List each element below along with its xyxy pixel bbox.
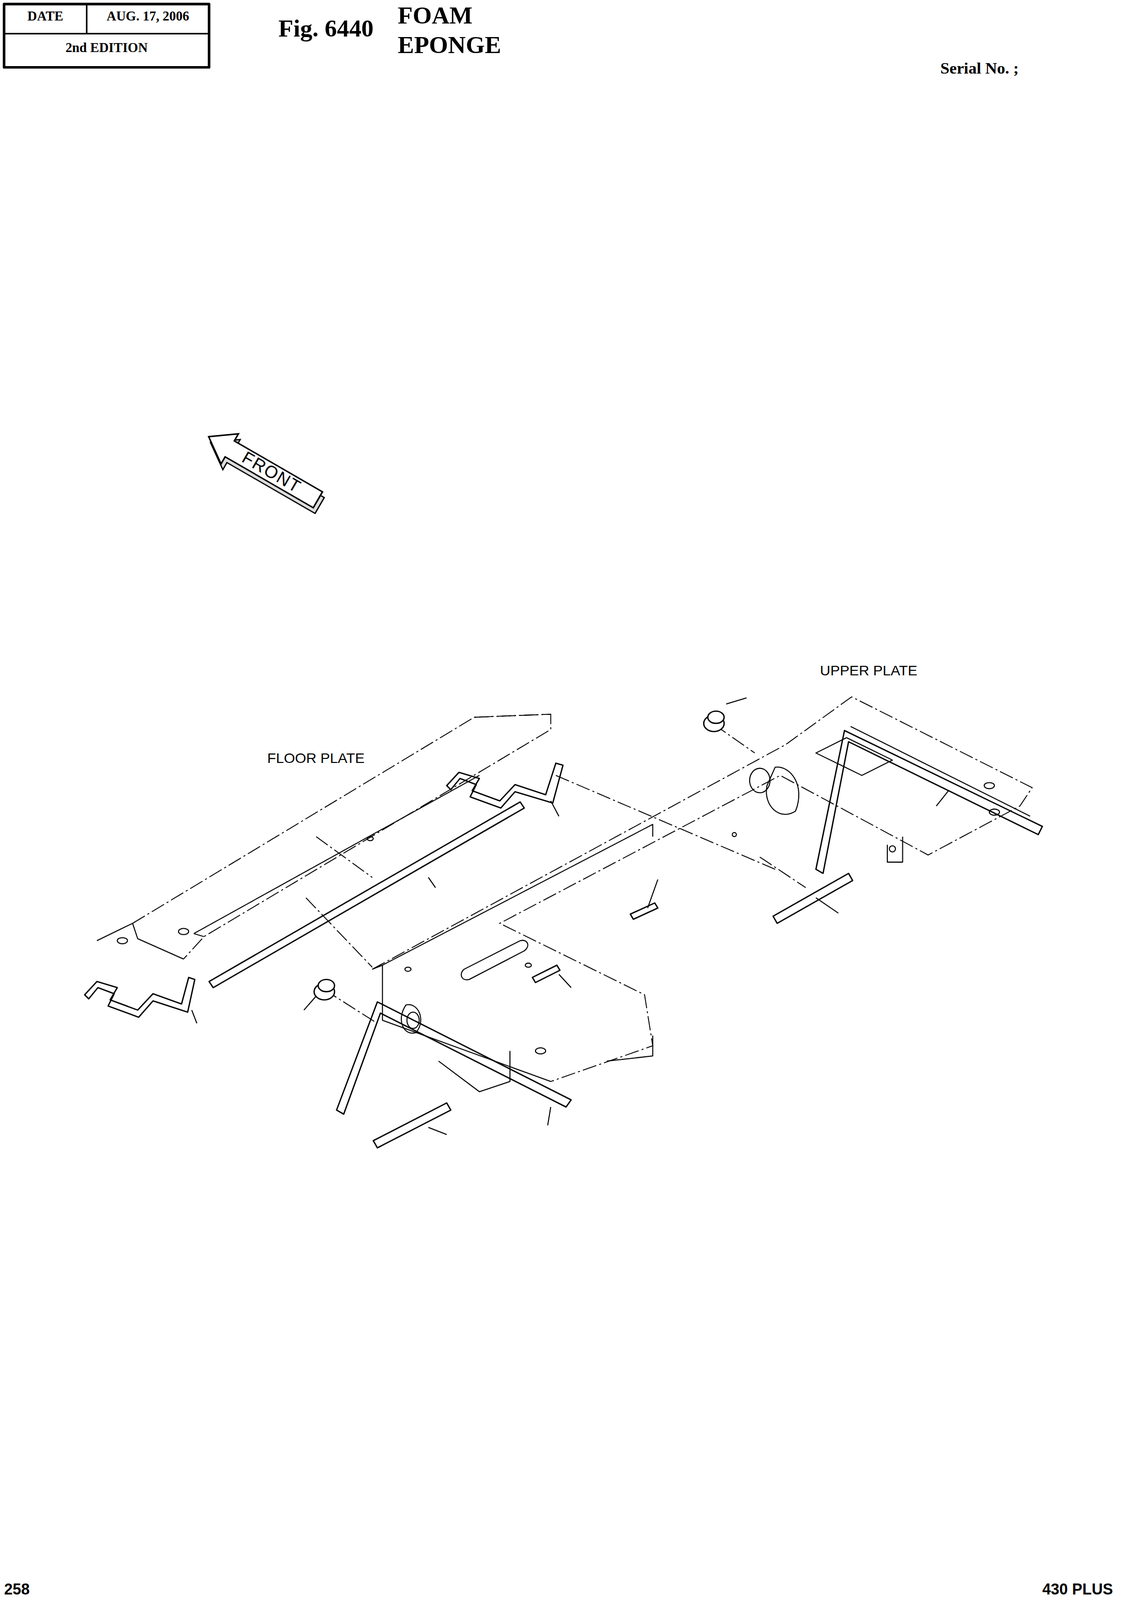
floor-plate-phantom	[193, 933, 204, 937]
upper-plate	[372, 964, 551, 1081]
mounting-hole	[535, 1047, 546, 1054]
floor-plate	[193, 775, 480, 934]
grommet-top	[318, 978, 335, 991]
leader-line	[547, 1106, 551, 1125]
upper-plate	[382, 824, 653, 965]
upper-plate-phantom	[372, 696, 1033, 1081]
serial-note: Serial No. ;	[940, 59, 1019, 78]
upper-plate-bracket	[438, 1050, 510, 1092]
leader-line	[558, 973, 572, 987]
leader-line	[428, 1127, 447, 1135]
leader-line	[815, 897, 839, 913]
floor-plate-phantom	[132, 714, 551, 959]
mounting-hole	[178, 928, 189, 935]
upper-plate-slot	[815, 737, 893, 775]
mounting-hole	[525, 962, 532, 967]
upper-plate-bracket	[607, 1035, 654, 1061]
leader-line	[550, 800, 559, 817]
figure-number: Fig. 6440	[278, 15, 374, 43]
floor-plate-phantom	[474, 714, 551, 718]
grommet-top	[707, 710, 725, 723]
figure-title: FOAM EPONGE	[397, 1, 502, 61]
grommet	[314, 978, 335, 1000]
table-cell: DATE	[4, 9, 87, 24]
table-cell: AUG. 17, 2006	[86, 9, 210, 24]
foam-bar	[373, 1102, 451, 1148]
upper-plate-boss	[766, 766, 799, 814]
upper-plate-slot	[461, 939, 528, 980]
foam-pad	[532, 964, 560, 983]
mounting-hole	[406, 1011, 419, 1029]
assembly-line	[305, 897, 372, 967]
foam-pad	[630, 902, 658, 920]
leader-line	[191, 1009, 197, 1023]
grommet	[703, 710, 725, 732]
assembly-line	[316, 836, 373, 878]
foam-zpiece	[446, 762, 563, 808]
leader-line	[936, 790, 949, 806]
date-box-rule	[86, 4, 88, 34]
leader-line	[726, 697, 747, 704]
mounting-hole	[989, 808, 1000, 815]
arrow-label: FRONT	[200, 421, 331, 517]
mounting-hole	[117, 937, 128, 944]
foam-strip	[209, 801, 525, 988]
foam-bar	[773, 873, 853, 924]
date-box-rule	[4, 33, 210, 35]
mounting-hole	[367, 836, 374, 841]
foam-edge	[850, 726, 1031, 816]
mounting-hole	[732, 832, 737, 837]
foam-angle	[336, 1001, 572, 1114]
page-number: 258	[4, 1580, 30, 1598]
mounting-hole	[984, 782, 995, 789]
leader-line	[428, 877, 436, 888]
assembly-line	[759, 856, 806, 888]
leader-line	[647, 879, 658, 908]
mounting-hole	[749, 768, 771, 793]
direction-arrow: FRONT	[200, 421, 331, 517]
date-box	[4, 4, 210, 68]
assembly-line	[555, 775, 776, 869]
mounting-hole	[404, 966, 411, 971]
part-name: UPPER PLATE	[820, 663, 918, 679]
foam-angle	[815, 730, 1042, 873]
upper-plate-boss	[401, 1004, 421, 1033]
model-name: 430 PLUS	[1042, 1580, 1113, 1598]
floor-plate	[97, 922, 184, 959]
part-name: FLOOR PLATE	[267, 750, 365, 767]
table-cell: 2nd EDITION	[4, 41, 210, 56]
foam-zpiece	[84, 976, 195, 1017]
mounting-hole	[889, 845, 896, 852]
